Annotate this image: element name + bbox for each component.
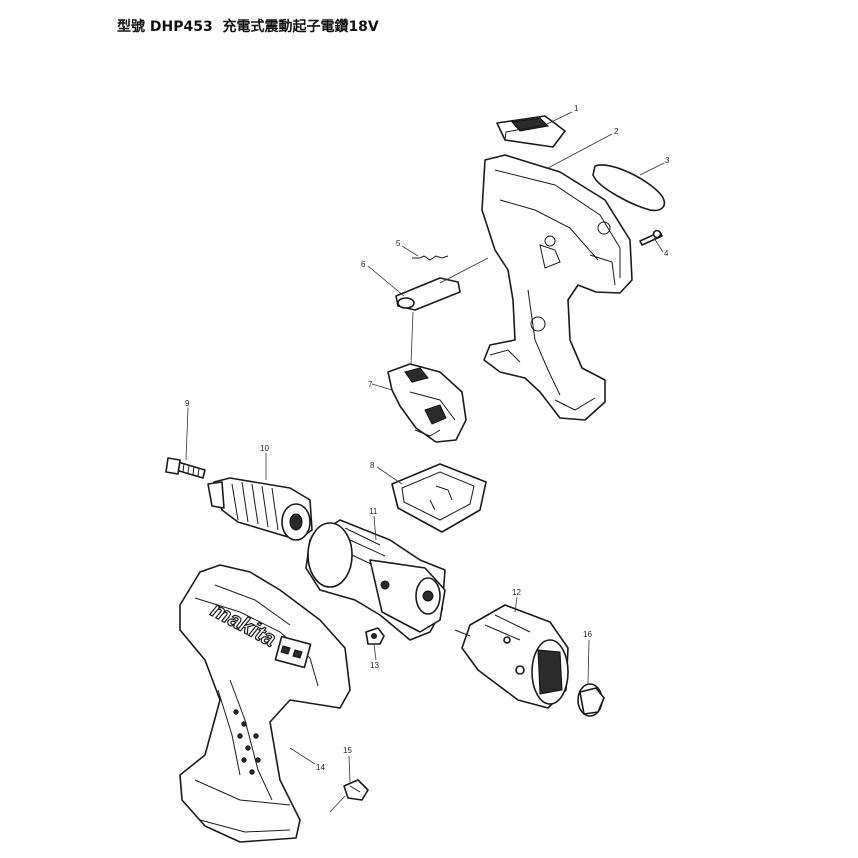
part-number-10: 10 bbox=[260, 444, 269, 453]
part-11-gear-assembly bbox=[305, 519, 446, 641]
part-13-clip bbox=[365, 627, 385, 645]
part-number-14: 14 bbox=[316, 763, 325, 772]
part-2-housing bbox=[481, 154, 633, 421]
part-number-13: 13 bbox=[370, 661, 379, 670]
part-12-motor bbox=[454, 604, 569, 709]
part-number-7: 7 bbox=[368, 380, 373, 389]
part-number-1: 1 bbox=[574, 104, 579, 113]
part-number-6: 6 bbox=[361, 260, 366, 269]
diagram-title: 型號 DHP453 充電式震動起子電鑽18V bbox=[117, 19, 379, 35]
part-5-spring bbox=[412, 255, 449, 261]
part-10-keyless-chuck bbox=[207, 477, 313, 541]
part-8-base-tray bbox=[391, 463, 487, 533]
grip-dots bbox=[233, 709, 261, 775]
part-6-switch-lever bbox=[395, 277, 461, 311]
part-7-switch bbox=[387, 363, 467, 443]
part-number-4: 4 bbox=[664, 249, 669, 258]
part-number-8: 8 bbox=[370, 461, 375, 470]
part-number-3: 3 bbox=[665, 156, 670, 165]
part-16-cap bbox=[577, 683, 605, 717]
part-14-left-housing: makita bbox=[179, 564, 351, 843]
part-number-15: 15 bbox=[343, 746, 352, 755]
part-number-5: 5 bbox=[396, 239, 401, 248]
part-number-9: 9 bbox=[185, 399, 190, 408]
part-3-label-plate bbox=[592, 164, 666, 212]
part-9-chuck-screw bbox=[165, 457, 206, 479]
part-15-latch bbox=[343, 779, 369, 801]
part-number-11: 11 bbox=[369, 507, 378, 516]
part-number-2: 2 bbox=[614, 127, 619, 136]
part-number-12: 12 bbox=[512, 588, 521, 597]
part-number-16: 16 bbox=[583, 630, 592, 639]
part-number-labels: 1 2 3 4 5 6 7 8 9 10 11 12 13 14 15 16 bbox=[185, 104, 670, 772]
part-4-screw bbox=[639, 229, 663, 246]
leader-lines bbox=[185, 111, 665, 813]
